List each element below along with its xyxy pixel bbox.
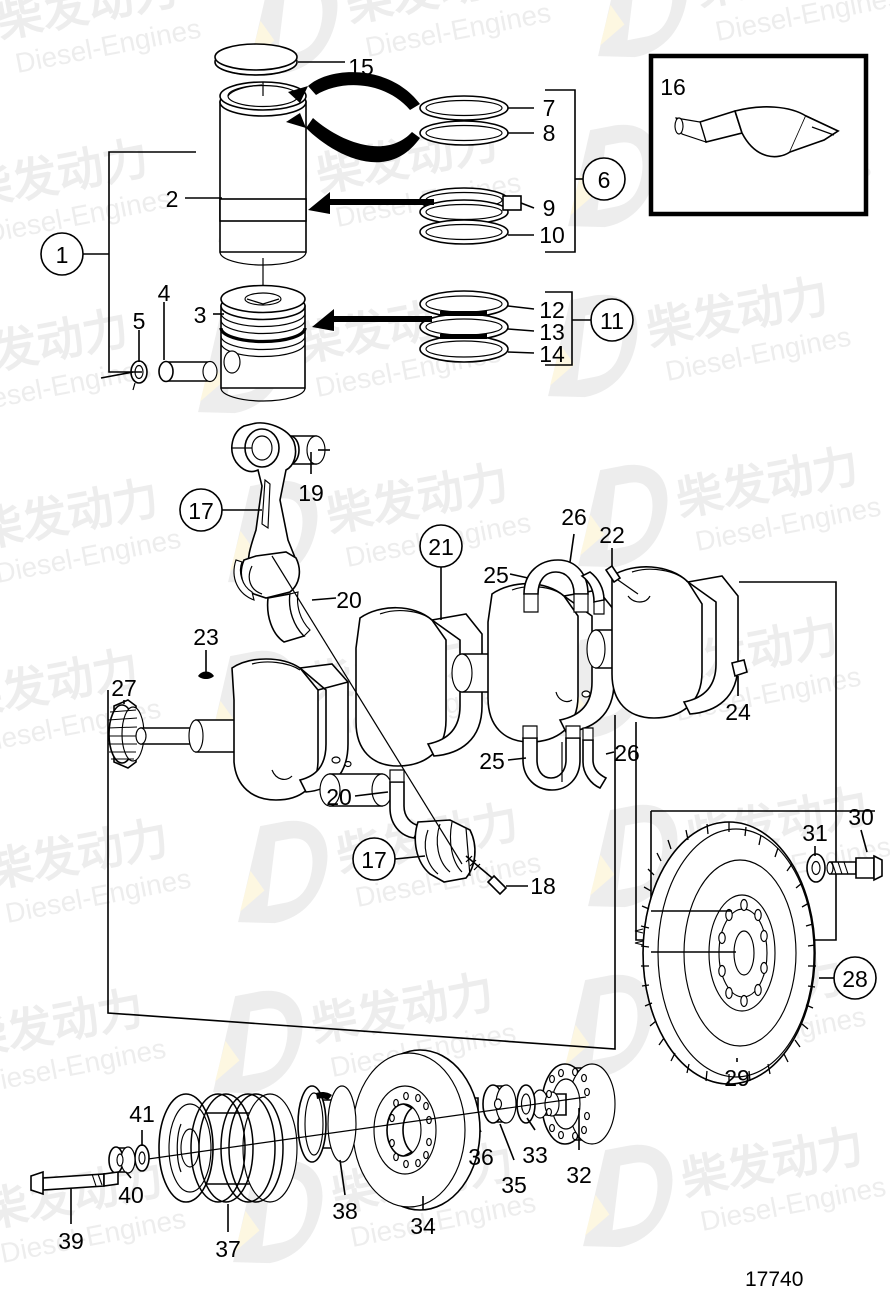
part-20-bearing-shell-upper: [266, 591, 311, 643]
part-39-center-bolt: [30, 1170, 119, 1196]
label-14: 14: [539, 341, 565, 367]
label-26-upper: 26: [561, 504, 587, 530]
label-25-upper: 25: [483, 562, 509, 588]
label-8: 8: [543, 120, 556, 146]
install-arrow-piston-rings: [312, 309, 432, 331]
leader-38: [339, 1159, 346, 1196]
label-19: 19: [298, 480, 324, 506]
leader-5b: [100, 371, 134, 379]
leader-30: [860, 829, 868, 853]
label-27: 27: [111, 675, 137, 701]
label-6: 6: [598, 167, 611, 193]
leader-13: [507, 328, 535, 332]
label-20-upper: 20: [336, 587, 362, 613]
label-1: 1: [56, 242, 69, 268]
label-23: 23: [193, 624, 219, 650]
leader-25-upper: [509, 573, 529, 579]
label-25-lower: 25: [479, 748, 505, 774]
label-3: 3: [194, 302, 207, 328]
label-16: 16: [660, 74, 686, 100]
label-20-lower: 20: [326, 784, 352, 810]
label-32: 32: [566, 1162, 592, 1188]
label-35: 35: [501, 1172, 527, 1198]
label-28: 28: [842, 966, 868, 992]
label-38: 38: [332, 1198, 358, 1224]
part-3-piston: [219, 284, 307, 402]
label-5: 5: [133, 308, 146, 334]
part-38-spacer-ring: [297, 1085, 357, 1163]
part-15-liner-top-seal-ring: [214, 43, 298, 76]
drawing-number: 17740: [745, 1268, 803, 1291]
part-31-flywheel-washer: [806, 853, 826, 883]
label-10: 10: [539, 222, 565, 248]
install-arrow-seal-rings: [308, 192, 434, 214]
part-18-rod-bolt: [465, 855, 508, 896]
label-29: 29: [724, 1065, 750, 1091]
label-17-rod: 17: [188, 498, 214, 524]
part-23-woodruff-key: [198, 671, 214, 679]
label-2: 2: [166, 186, 179, 212]
label-17-cap: 17: [361, 847, 387, 873]
label-33: 33: [522, 1142, 548, 1168]
label-34: 34: [410, 1213, 436, 1239]
part-12-13-14-piston-rings: [419, 290, 509, 363]
part-21-crankshaft: [135, 566, 739, 807]
part-2-cylinder-liner: [219, 81, 307, 266]
label-30: 30: [848, 804, 874, 830]
label-24: 24: [725, 699, 751, 725]
part-9-10-seal-rings: [419, 187, 522, 245]
label-7: 7: [543, 95, 556, 121]
part-32-pulley-hub: [531, 1063, 616, 1145]
label-40: 40: [118, 1182, 144, 1208]
label-26-lower: 26: [614, 740, 640, 766]
part-41-washer-small: [134, 1144, 150, 1172]
label-21: 21: [428, 534, 454, 560]
part-20-bearing-shell-lower: [389, 769, 422, 839]
part-17-connecting-rod: [231, 422, 301, 601]
leader-14: [507, 351, 535, 354]
label-15: 15: [348, 54, 374, 80]
leader-26-lower: [605, 751, 615, 755]
leader-12: [507, 305, 535, 310]
part-4-piston-pin: [158, 360, 218, 383]
part-34-vibration-damper: [352, 1049, 481, 1211]
part-7-o-ring-upper: [419, 95, 509, 121]
part-28-flywheel: [634, 821, 816, 1085]
label-22: 22: [599, 522, 625, 548]
label-11: 11: [600, 308, 624, 334]
part-17-rod-cap: [414, 819, 476, 883]
label-4: 4: [158, 280, 171, 306]
leader-20-upper: [311, 597, 337, 601]
part-8-o-ring-lower: [419, 120, 509, 146]
label-9: 9: [543, 195, 556, 221]
part-35-washer: [482, 1084, 517, 1124]
label-18: 18: [530, 873, 556, 899]
leader-35: [499, 1123, 515, 1161]
part-40-washer-large: [108, 1146, 136, 1174]
label-41: 41: [129, 1101, 155, 1127]
label-31: 31: [802, 820, 828, 846]
part-26-thrust-bearing-lower: [582, 727, 608, 790]
label-39: 39: [58, 1228, 84, 1254]
part-5-circlip: [130, 360, 148, 391]
label-36: 36: [468, 1144, 494, 1170]
leader-26-upper: [569, 533, 575, 563]
leader-9: [520, 202, 535, 209]
label-37: 37: [215, 1236, 241, 1262]
